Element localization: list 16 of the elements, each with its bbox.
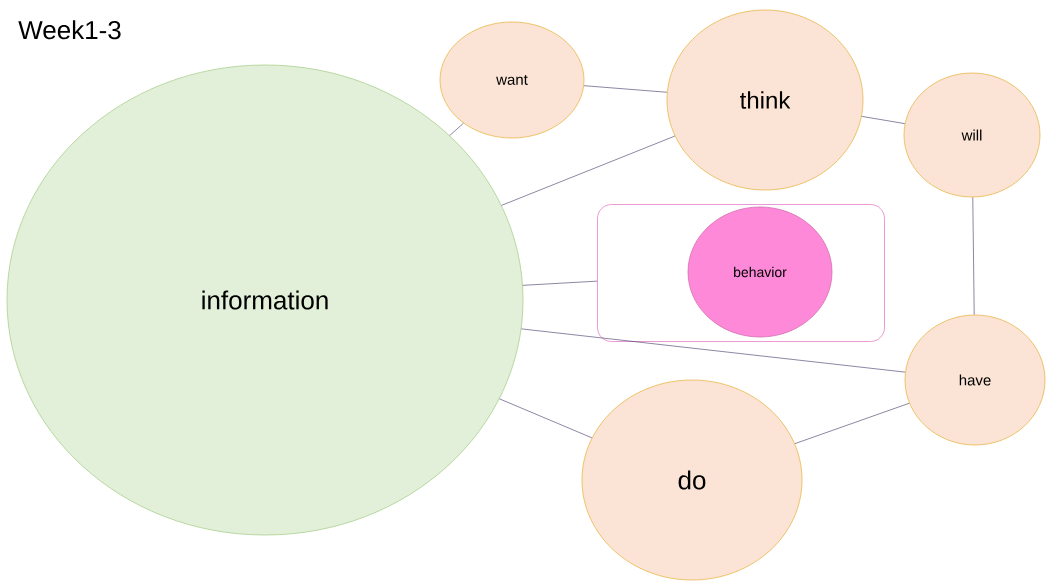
circle-node: think: [666, 9, 864, 191]
connector-line: [972, 197, 975, 315]
circle-node: behavior: [687, 206, 833, 338]
connector-line: [501, 135, 676, 206]
connector-line: [522, 280, 598, 286]
title: Week1-3: [18, 20, 121, 40]
circle-node: want: [439, 21, 585, 139]
circle-node: have: [904, 314, 1046, 446]
connector-line: [583, 85, 668, 93]
connector-line: [521, 328, 906, 373]
connector-line: [861, 116, 906, 124]
connector-line: [499, 398, 593, 439]
connector-line: [794, 402, 910, 444]
connector-line: [449, 123, 464, 136]
circle-node: do: [581, 379, 803, 581]
circle-node: will: [903, 72, 1041, 198]
